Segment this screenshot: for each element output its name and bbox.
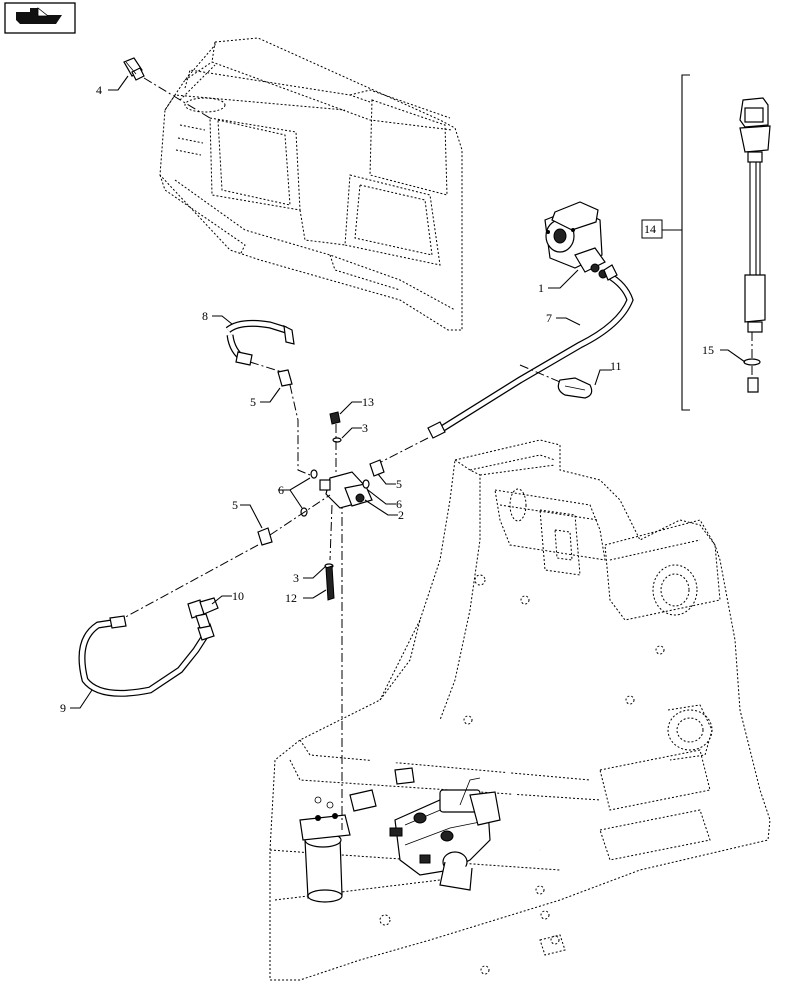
callout-11: 11 (610, 359, 622, 373)
navigation-arrow-icon[interactable] (4, 2, 76, 34)
part-5-fitting-right (369, 459, 385, 477)
part-7-hose (427, 264, 634, 439)
part-9-hose (78, 615, 215, 697)
part-12-bolt (325, 565, 335, 601)
part-14-bracket (641, 74, 690, 411)
part-11-clamp (557, 377, 593, 399)
part-5-fitting-lower (257, 527, 273, 546)
callout-3-upper: 3 (362, 421, 368, 435)
part-10-elbow (187, 597, 219, 629)
filter-canister (299, 813, 351, 903)
callout-9: 9 (60, 701, 66, 715)
callout-14: 14 (644, 222, 656, 236)
loader-frame-outline (269, 439, 771, 981)
console-panel-outline (159, 37, 463, 331)
part-14-harness (739, 97, 771, 333)
part-2-valve-block (319, 471, 373, 509)
callout-5-upper: 5 (250, 395, 256, 409)
callout-8: 8 (202, 309, 208, 323)
part-5-fitting-upper (277, 369, 293, 387)
callout-6-left: 6 (278, 483, 284, 497)
callout-5-right: 5 (396, 477, 402, 491)
callout-1: 1 (538, 281, 544, 295)
center-fitting-bracket (314, 767, 415, 812)
callout-15: 15 (702, 343, 714, 357)
part-15-plug (743, 358, 761, 393)
part-13-bolt (329, 411, 341, 425)
callout-4: 4 (96, 83, 102, 97)
callout-7: 7 (546, 311, 552, 325)
part-3-washer-upper (332, 437, 342, 443)
callout-2: 2 (398, 508, 404, 522)
part-1-steering-unit (544, 201, 608, 279)
part-6-oring-right (362, 479, 370, 489)
frame-hose (369, 724, 542, 852)
control-valve-assembly (389, 777, 501, 891)
callout-10: 10 (232, 589, 244, 603)
part-4-fitting (123, 57, 145, 81)
callout-5-lower: 5 (232, 498, 238, 512)
part-8-hose (225, 319, 295, 366)
callout-12: 12 (285, 591, 297, 605)
callout-13: 13 (362, 395, 374, 409)
callout-3-lower: 3 (293, 571, 299, 585)
callout-6-right: 6 (396, 497, 402, 511)
